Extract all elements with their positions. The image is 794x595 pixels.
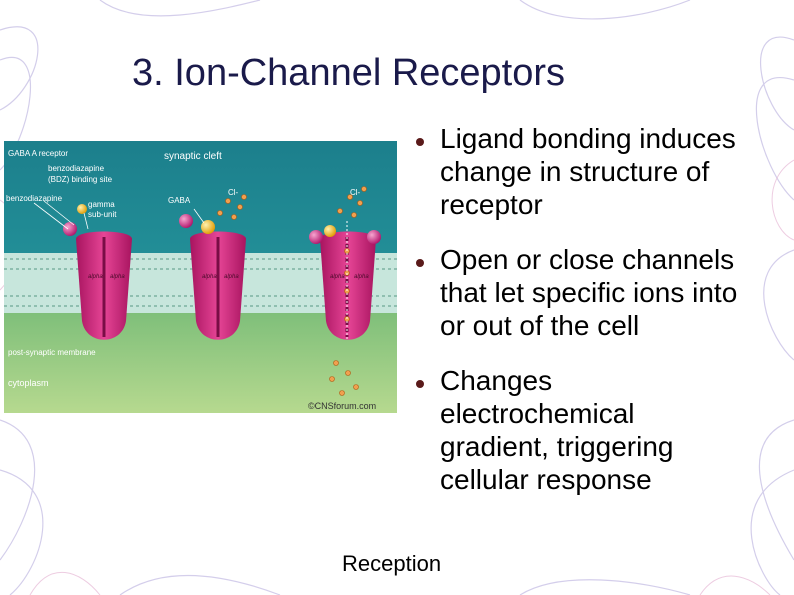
gaba-molecule bbox=[324, 225, 336, 237]
membrane-label: post-synaptic membrane bbox=[8, 348, 96, 357]
receptor-label: GABA A receptor bbox=[8, 149, 68, 158]
chloride-ions bbox=[217, 186, 367, 396]
receptor-2 bbox=[190, 231, 246, 340]
bullet-item: Open or close channels that let specific… bbox=[412, 243, 742, 342]
credit-label: ©CNSforum.com bbox=[308, 401, 376, 411]
footer-label: Reception bbox=[342, 551, 442, 576]
benzodiazepine-molecule bbox=[63, 222, 77, 236]
bullet-dot-icon bbox=[416, 380, 424, 388]
gaba-molecule bbox=[179, 214, 193, 228]
bullet-dot-icon bbox=[416, 138, 424, 146]
bullet-list: Ligand bonding induces change in structu… bbox=[412, 122, 742, 518]
alpha-label: alpha bbox=[88, 274, 103, 280]
alpha-label: alpha bbox=[354, 274, 369, 280]
gamma-label: gamma bbox=[88, 200, 115, 209]
gaba-molecule bbox=[367, 230, 381, 244]
cytoplasm-label: cytoplasm bbox=[8, 378, 49, 388]
gamma-label-2: sub-unit bbox=[88, 210, 117, 219]
binding-site-label: benzodiazapine bbox=[48, 164, 105, 173]
bullet-item: Ligand bonding induces change in structu… bbox=[412, 122, 742, 221]
alpha-label: alpha bbox=[110, 274, 125, 280]
synaptic-cleft-label: synaptic cleft bbox=[164, 151, 222, 162]
bullet-text: Changes electrochemical gradient, trigge… bbox=[440, 365, 674, 495]
benzodiazepine-molecule bbox=[309, 230, 323, 244]
bullet-dot-icon bbox=[416, 259, 424, 267]
chloride-label: Cl- bbox=[350, 188, 361, 197]
gaba-receptor-figure: alpha alpha alpha alpha alpha alpha GABA… bbox=[4, 141, 397, 413]
bullet-text: Open or close channels that let specific… bbox=[440, 244, 738, 341]
receptor-1 bbox=[76, 231, 132, 340]
gaba-label: GABA bbox=[168, 196, 191, 205]
chloride-label: Cl- bbox=[228, 188, 239, 197]
receptor-3 bbox=[320, 231, 376, 340]
gaba-molecule bbox=[201, 220, 215, 234]
alpha-label: alpha bbox=[330, 274, 345, 280]
bullet-text: Ligand bonding induces change in structu… bbox=[440, 123, 736, 220]
alpha-label: alpha bbox=[224, 274, 239, 280]
gaba-molecule bbox=[77, 204, 87, 214]
alpha-label: alpha bbox=[202, 274, 217, 280]
slide-title: 3. Ion-Channel Receptors bbox=[132, 52, 566, 94]
bullet-item: Changes electrochemical gradient, trigge… bbox=[412, 364, 742, 496]
benzodiazepine-label: benzodiazapine bbox=[6, 194, 63, 203]
binding-site-label-2: (BDZ) binding site bbox=[48, 175, 113, 184]
